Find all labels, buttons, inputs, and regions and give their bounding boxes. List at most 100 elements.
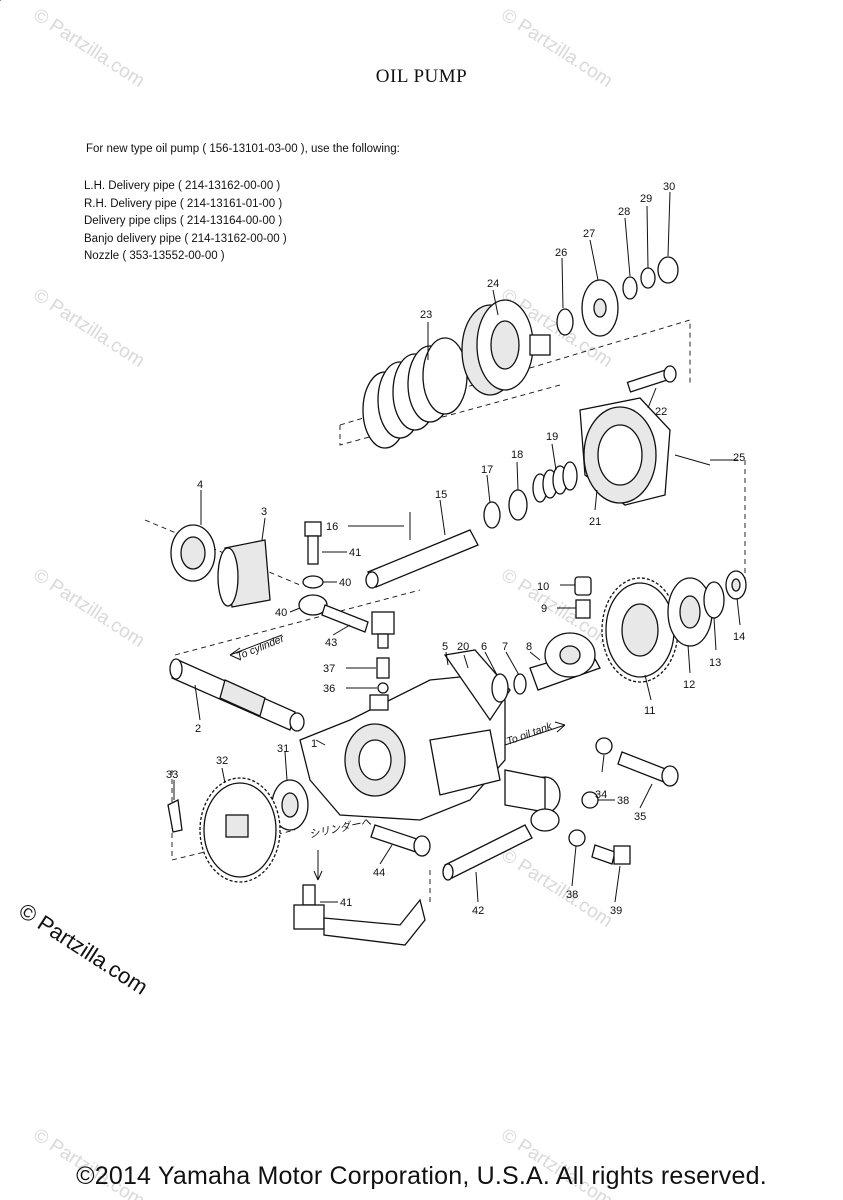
pump-body-1 [299,674,561,821]
to-cylinder-label: To cylinder [235,633,287,663]
washer-34 [595,737,613,755]
oil-seal-4-inner [180,536,206,570]
drive-gear-32 [199,777,281,883]
callout-17: 17 [481,464,493,476]
callout-16: 16 [326,521,338,533]
list-item: R.H. Delivery pipe ( 214-13161-01-00 ) [84,197,283,210]
callout-23: 23 [420,309,432,321]
callout-37: 37 [323,663,335,675]
callout-20: 20 [457,641,469,653]
callout-12: 12 [683,679,695,691]
callout-30: 30 [663,181,675,193]
callout-1: 1 [311,738,317,750]
callout-14: 14 [733,631,745,643]
oil-seal-18 [508,489,528,521]
drive-shaft-2 [169,658,305,732]
watermark-text: © Partzilla.com [29,565,148,652]
callout-41-upper: 41 [349,547,361,559]
callout-26: 26 [555,247,567,259]
callout-18: 18 [511,449,523,461]
list-item: Delivery pipe clips ( 214-13164-00-00 ) [84,215,283,227]
bearing-12-inner [679,595,701,629]
watermark-text: © Partzilla.com [29,285,148,372]
arrow-cylinder-jp [313,850,323,881]
callout-layer: 1 2 3 4 5 6 7 8 9 10 11 12 13 14 15 16 1… [166,181,745,917]
callout-43: 43 [325,637,337,649]
ball-36 [377,682,389,694]
washer-13 [703,581,725,619]
arrow-to-oil-tank [504,721,566,746]
callout-27: 27 [583,228,595,240]
callout-44: 44 [373,867,385,879]
japanese-cylinder-label: シリンダーへ [308,816,373,841]
callout-19: 19 [546,431,558,443]
spring-37 [376,657,390,679]
spring-23 [362,337,468,449]
worm-gear-11 [601,577,679,683]
callout-36: 36 [323,683,335,695]
shaft-15 [365,529,479,589]
washer-26 [556,308,574,336]
spring-9 [575,599,591,619]
callout-15: 15 [435,489,447,501]
to-oil-tank-label: To oil tank [505,720,554,748]
callout-4: 4 [197,479,203,491]
plate-27-hole [593,298,607,318]
callout-41-lower: 41 [340,897,352,909]
list-item: L.H. Delivery pipe ( 214-13162-00-00 ) [84,180,281,192]
washer-40 [302,575,324,589]
cover-24 [461,299,551,396]
spring-19 [532,461,578,503]
callout-31: 31 [277,743,289,755]
callout-5: 5 [442,641,448,653]
plunger-assembly [443,632,601,722]
washer-28 [622,276,638,300]
replacement-parts-list: L.H. Delivery pipe ( 214-13162-00-00 ) R… [84,178,287,266]
callout-13: 13 [709,657,721,669]
screw-44 [370,824,431,857]
callout-35: 35 [634,811,646,823]
list-item: Nozzle ( 353-13552-00-00 ) [84,250,225,262]
bushing-3 [217,539,271,608]
housing-21 [579,397,671,506]
callout-25: 25 [733,452,745,464]
callout-39: 39 [610,905,622,917]
callout-8: 8 [526,641,532,653]
callout-28: 28 [618,206,630,218]
gasket-6 [491,673,509,703]
bleed-bolt-41 [304,521,322,565]
clip-33 [167,799,183,833]
pipe-42 [442,808,560,881]
callout-32: 32 [216,755,228,767]
seal-31-inner [281,792,299,818]
nozzle-43 [371,611,395,649]
washer-17 [483,501,501,529]
callout-24: 24 [487,278,499,290]
callout-42: 42 [472,905,484,917]
bleed-bolt-41-lower [293,884,426,946]
callout-22: 22 [655,406,667,418]
lockwasher-29 [640,267,656,289]
screw-22 [626,365,677,393]
callout-11: 11 [644,705,655,717]
copyright-footer: ©2014 Yamaha Motor Corporation, U.S.A. A… [76,1162,767,1190]
screw-35 [617,751,679,787]
washer-38 [568,829,586,847]
callout-7: 7 [502,641,508,653]
callout-40-lower: 40 [275,607,287,619]
list-item: Banjo delivery pipe ( 214-13162-00-00 ) [84,232,287,245]
callout-21: 21 [589,516,601,528]
callout-10: 10 [537,581,549,593]
callout-34: 34 [595,789,607,801]
callout-9: 9 [541,603,547,615]
nut-30 [657,256,679,284]
callout-3: 3 [261,506,267,518]
nut-14-hole [731,578,741,592]
callout-6: 6 [481,641,487,653]
pin-25 [674,454,711,466]
callout-40-upper: 40 [339,577,351,589]
washer-7 [513,673,527,695]
callout-2: 2 [195,723,201,735]
